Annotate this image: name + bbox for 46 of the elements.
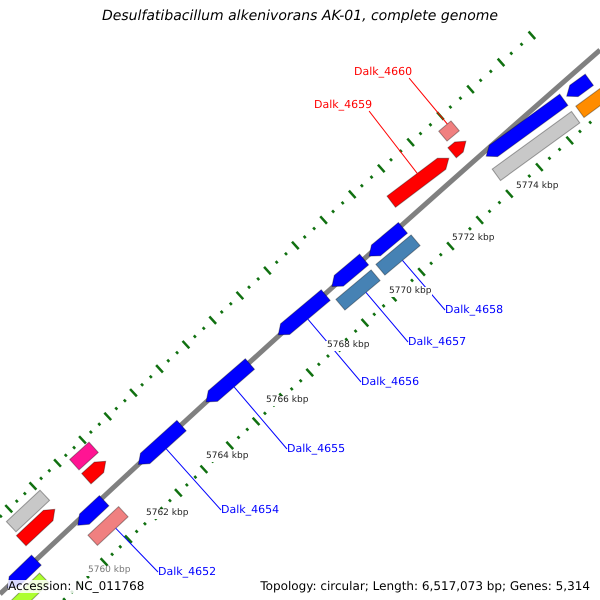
gene-feature bbox=[335, 269, 381, 311]
leader-line bbox=[234, 386, 288, 450]
gene-feature bbox=[81, 460, 106, 485]
leader-line bbox=[368, 110, 418, 174]
leader-line bbox=[166, 448, 222, 510]
leader-line bbox=[408, 78, 448, 124]
gene-label: Dalk_4652 bbox=[158, 566, 216, 578]
gene-feature bbox=[492, 110, 580, 182]
gene-label: Dalk_4659 bbox=[314, 99, 372, 112]
gene-feature bbox=[6, 490, 50, 532]
gene-feature bbox=[205, 358, 256, 403]
diagram-title: Desulfatibacillum alkenivorans AK-01, complete genome bbox=[102, 9, 498, 24]
gene-feature bbox=[447, 140, 467, 158]
gene-feature bbox=[486, 93, 569, 158]
gene-feature bbox=[566, 73, 594, 98]
gene-feature bbox=[77, 494, 110, 526]
leader-line bbox=[115, 528, 158, 572]
gene-feature bbox=[16, 508, 56, 546]
gene-label: Dalk_4655 bbox=[287, 443, 346, 456]
gene-feature bbox=[278, 289, 331, 336]
gene-label: Dalk_4660 bbox=[354, 66, 412, 78]
leader-line bbox=[366, 292, 408, 342]
tick-label: 5764 kbp bbox=[205, 452, 250, 462]
tick-label: 5760 kbp bbox=[87, 566, 132, 576]
leader-line bbox=[402, 260, 446, 310]
gene-feature bbox=[87, 506, 129, 546]
tick-label: 5770 kbp bbox=[388, 287, 432, 297]
tick-label: 5768 kbp bbox=[326, 341, 370, 351]
gene-label: Dalk_4656 bbox=[361, 376, 420, 388]
gene-feature bbox=[368, 222, 408, 257]
gene-label: Dalk_4657 bbox=[408, 336, 466, 348]
gene-feature bbox=[331, 253, 370, 288]
gene-feature bbox=[386, 158, 450, 208]
tick-label: 5766 kbp bbox=[265, 396, 310, 406]
gene-label: Dalk_4654 bbox=[221, 504, 280, 516]
tick-label: 5762 kbp bbox=[145, 509, 190, 519]
tick-label: 5772 kbp bbox=[451, 234, 496, 244]
accession-text: Accession: NC_011768 bbox=[8, 580, 144, 594]
gene-feature bbox=[438, 120, 460, 142]
gene-feature bbox=[138, 420, 187, 465]
gene-feature bbox=[375, 234, 421, 276]
gene-feature bbox=[69, 441, 99, 471]
gene-feature bbox=[575, 88, 600, 118]
topology-text: Topology: circular; Length: 6,517,073 bp; Genes: 5,314 bbox=[260, 580, 590, 594]
gene-label: Dalk_4658 bbox=[445, 304, 504, 316]
tick-label: 5774 kbp bbox=[515, 182, 560, 192]
